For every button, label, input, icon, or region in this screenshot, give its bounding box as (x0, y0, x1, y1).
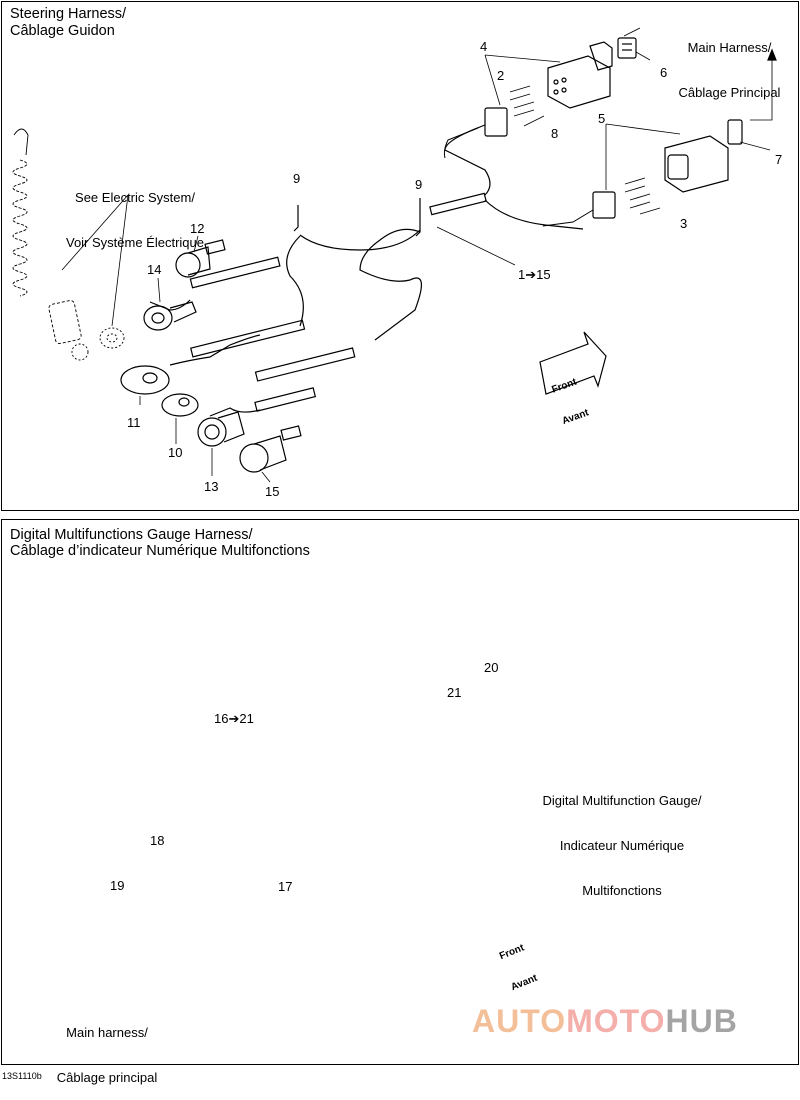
front-text-bottom: Front (497, 942, 526, 963)
part-number-18: 18 (150, 833, 165, 848)
front-text: Front (550, 376, 579, 396)
watermark-moto: MOTO (566, 1003, 666, 1039)
see-electric-system-label: See Electric System/ Voir Système Électr… (47, 160, 223, 265)
coiled-cord (12, 128, 125, 361)
avant-text-bottom: Avant (509, 972, 540, 994)
main-harness-label-bottom: Main harness/ Câblage principal (40, 995, 174, 1100)
connector-housing-3 (592, 191, 616, 219)
part-number-19: 19 (110, 878, 125, 893)
panel-title-line1: Steering Harness/ (10, 6, 127, 22)
part-number-11: 11 (127, 415, 141, 430)
gauge-line1: Digital Multifunction Gauge/ (542, 793, 702, 808)
watermark-hub: HUB (665, 1003, 738, 1039)
panel-title-line1: Digital Multifunctions Gauge Harness/ (10, 527, 253, 543)
watermark-text: AUTOMOTOHUB (472, 1003, 738, 1040)
part-number-10: 10 (168, 445, 183, 460)
switch-14 (143, 301, 197, 331)
connector-5 (664, 119, 743, 193)
cap-15 (239, 425, 302, 473)
gauge-harness-panel: Digital Multifunctions Gauge Harness/ Câ… (1, 519, 799, 1065)
part-number-13: 13 (204, 479, 219, 494)
part-number-5: 5 (598, 111, 606, 126)
figure-id: 13S1110b (2, 1071, 42, 1081)
digital-gauge-label: Digital Multifunction Gauge/ Indicateur … (512, 763, 732, 913)
gauge-line2: Indicateur Numérique (559, 838, 685, 853)
part-number-7: 7 (775, 152, 783, 167)
pins-3 (624, 177, 661, 215)
main-harness-label-top: Main Harness/ Câblage Principal (662, 10, 797, 115)
housing-11 (120, 365, 170, 395)
part-number-9b: 9 (415, 177, 423, 192)
panel-title-line2: Câblage d’indicateur Numérique Multifonc… (10, 543, 310, 559)
housing-10 (161, 393, 199, 417)
part-number-14: 14 (147, 262, 162, 277)
part-number-21: 21 (447, 685, 462, 700)
part-number-2: 2 (497, 68, 505, 83)
main-harness-line2: Câblage Principal (678, 85, 781, 100)
part-number-15: 15 (265, 484, 280, 499)
part-number-6: 6 (660, 65, 668, 80)
steering-harness-panel: Steering Harness/ Câblage Guidon (1, 1, 799, 511)
watermark-auto: AUTO (472, 1003, 567, 1039)
see-electric-line2: Voir Système Électrique (65, 235, 204, 250)
switch-13 (197, 411, 245, 447)
connector-housing-top (484, 107, 508, 137)
see-electric-line1: See Electric System/ (75, 190, 195, 205)
part-number-3: 3 (680, 216, 688, 231)
panel-title-line2: Câblage Guidon (10, 23, 115, 39)
part-number-20: 20 (484, 660, 499, 675)
part-number-4: 4 (480, 39, 488, 54)
part-number-8: 8 (551, 126, 559, 141)
connector-6 (617, 37, 637, 59)
steering-harness-wire (149, 124, 584, 417)
connector-4 (547, 41, 613, 109)
main-harness-line1: Main Harness/ (687, 40, 772, 55)
part-number-12: 12 (190, 221, 205, 236)
front-arrow-top (539, 331, 607, 395)
gauge-line3: Multifonctions (582, 883, 662, 898)
part-number-1-15: 1➔15 (518, 267, 551, 282)
part-number-16-21: 16➔21 (214, 711, 254, 726)
part-number-17: 17 (278, 879, 293, 894)
avant-text: Avant (560, 407, 591, 428)
part-number-9a: 9 (293, 171, 301, 186)
pins-2 (509, 85, 545, 127)
main-harness-bottom-line1: Main harness/ (66, 1025, 148, 1040)
main-harness-bottom-line2: Câblage principal (56, 1070, 158, 1085)
cap-12 (175, 239, 226, 278)
